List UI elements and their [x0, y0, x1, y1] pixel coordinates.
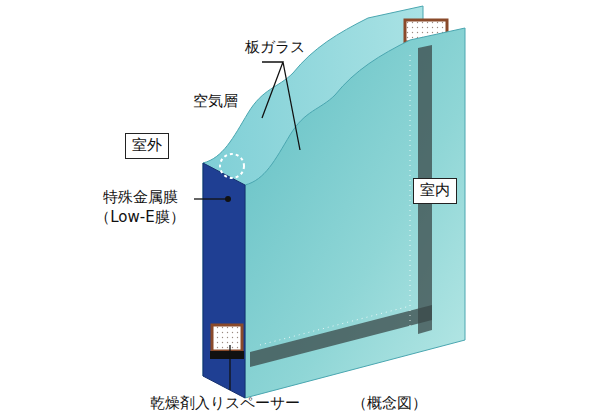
caption: （概念図） [352, 394, 427, 414]
low-e-film-strip [203, 163, 245, 398]
spacer-frame-shadow [250, 305, 432, 367]
bottom-spacer [212, 325, 242, 351]
location-label: 室内 [420, 181, 450, 201]
film-leader [194, 198, 226, 199]
part-label: 空気層 [193, 92, 238, 112]
part-label: 乾燥剤入りスペーサー [150, 394, 300, 414]
desiccant-dots [260, 55, 410, 345]
glass-leader [262, 62, 300, 150]
inner-glass-pane [245, 28, 465, 398]
film-leader-dot [225, 196, 231, 202]
part-label: 特殊金属膜 （Low-E膜） [90, 188, 190, 227]
air-layer-marker [220, 154, 244, 178]
location-label: 室外 [132, 136, 162, 156]
location-box: 室外 [125, 133, 169, 159]
part-label: 板ガラス [245, 38, 305, 58]
bottom-spacer-seal [210, 351, 244, 359]
spacer-leader [229, 345, 230, 390]
location-box: 室内 [413, 178, 457, 204]
